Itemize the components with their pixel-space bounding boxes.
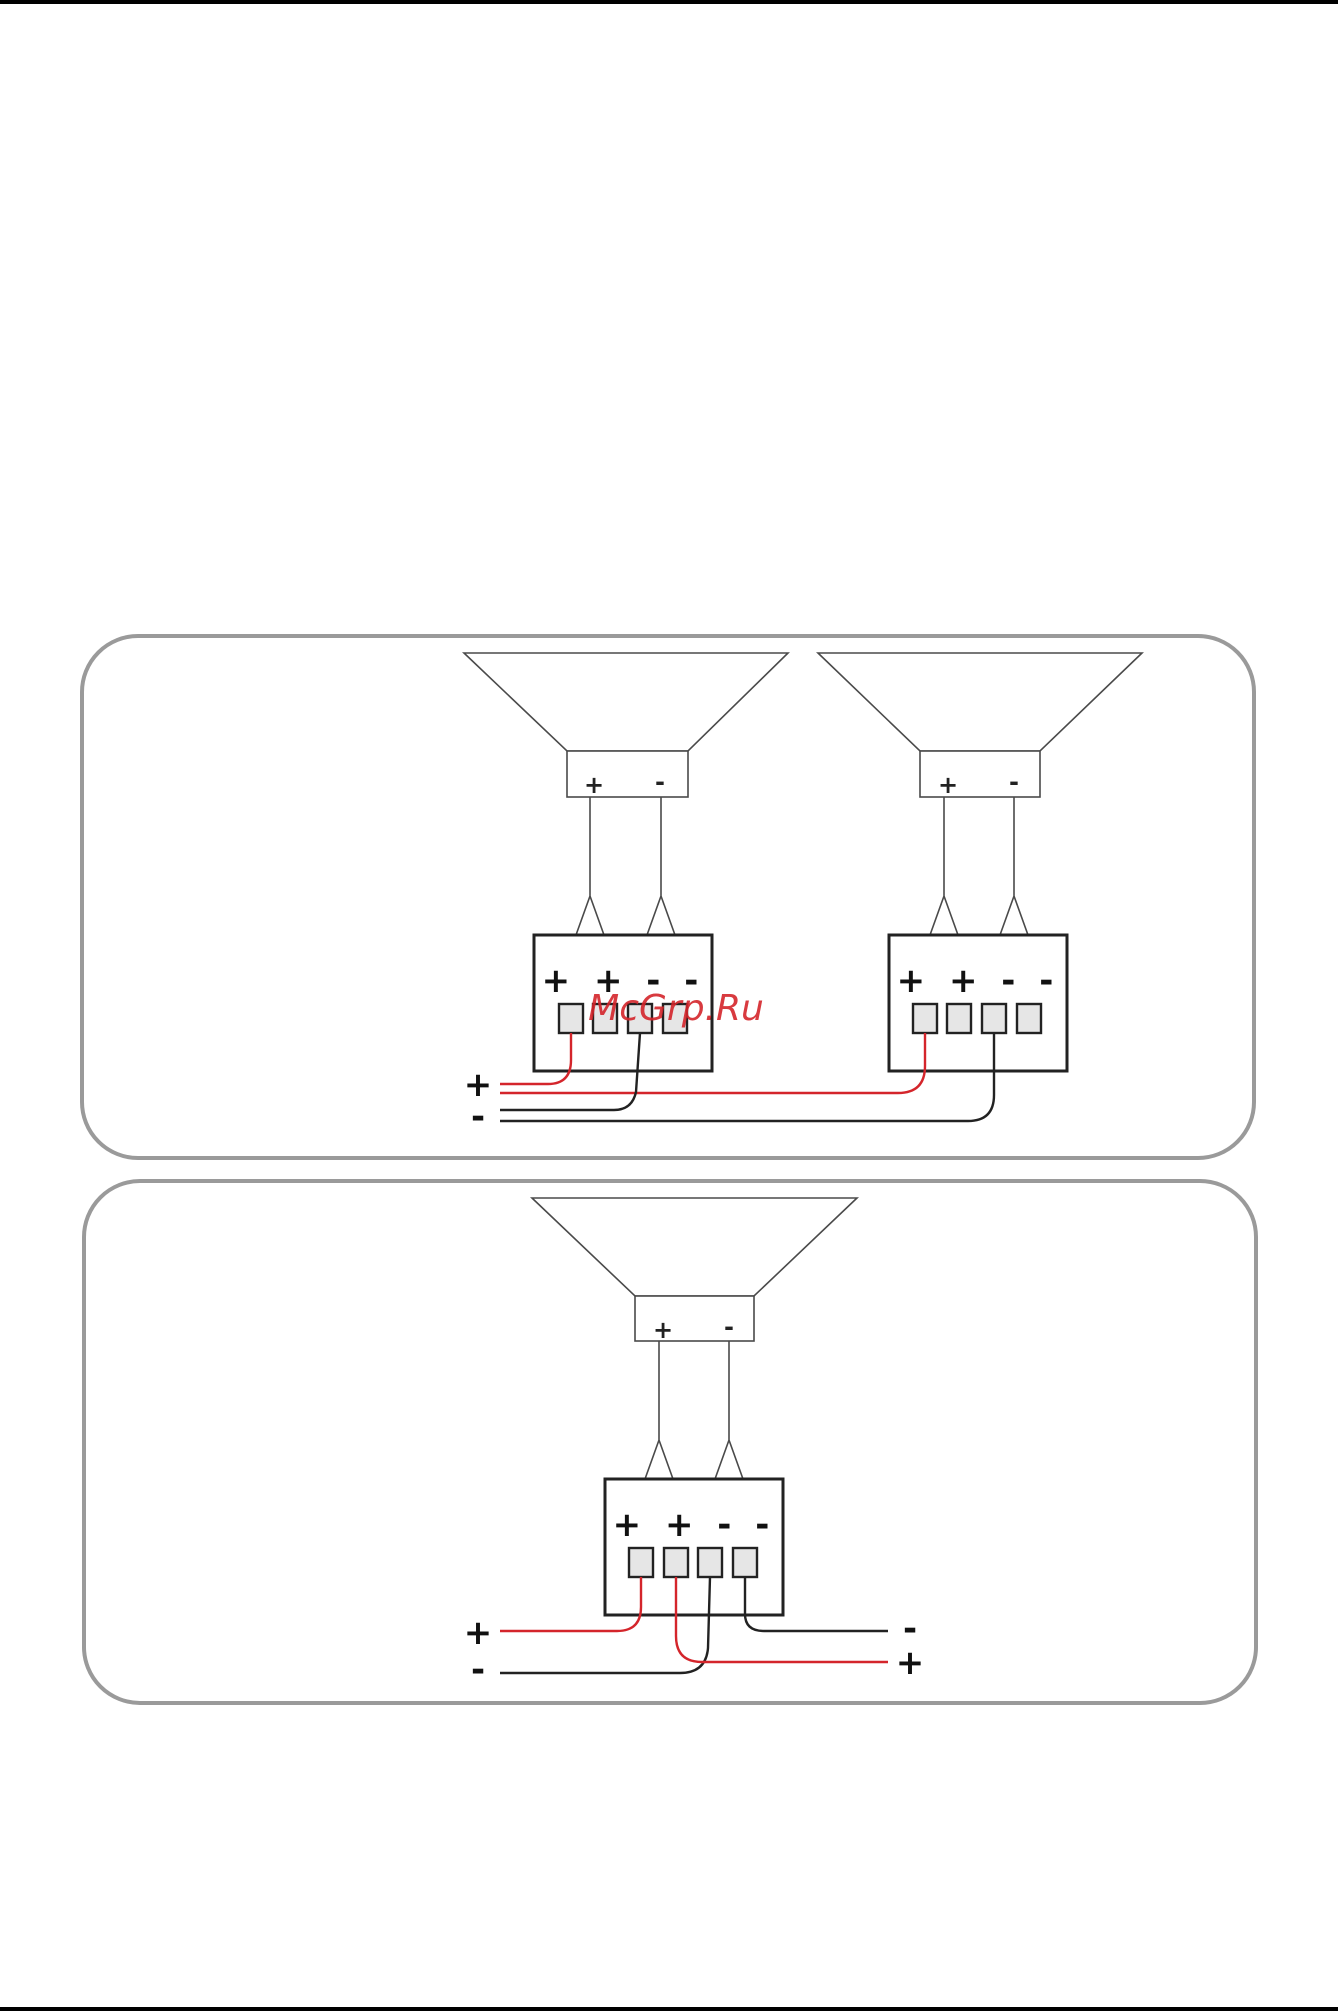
- speaker-minus-label: -: [655, 768, 665, 796]
- watermark: McGrp.Ru: [588, 988, 764, 1029]
- terminal-minus-2: [733, 1548, 757, 1577]
- terminal-plus-1: [629, 1548, 653, 1577]
- terminal-plus-2: [664, 1548, 688, 1577]
- terminal-plus-1: [559, 1004, 583, 1033]
- speaker-plus-lead: [576, 797, 604, 935]
- speaker-plus-lead: [930, 797, 958, 935]
- input-minus-label: -: [471, 1097, 485, 1137]
- speaker-minus-lead: [715, 1341, 743, 1479]
- speaker-cone: [532, 1198, 857, 1296]
- input-minus-label: -: [471, 1650, 485, 1690]
- speaker-minus-label: -: [1009, 768, 1019, 796]
- speaker-cone: [818, 653, 1142, 751]
- speaker-plus-label: +: [938, 771, 958, 799]
- speaker-minus-lead: [647, 797, 675, 935]
- terminal-block-2-top: + + - -: [889, 935, 1067, 1071]
- terminal-polarity-labels: + + - -: [897, 961, 1060, 1001]
- input-plus-label: +: [464, 1613, 493, 1653]
- speaker-minus-label: -: [724, 1313, 734, 1341]
- speaker-cone: [464, 653, 788, 751]
- terminal-minus-2: [1017, 1004, 1041, 1033]
- bottom-rule: [0, 2007, 1338, 2011]
- speaker-bottom: + -: [532, 1198, 857, 1479]
- speaker-2-top: + -: [818, 653, 1142, 935]
- terminal-block-bottom: + + - -: [605, 1479, 783, 1615]
- speaker-plus-label: +: [653, 1316, 673, 1344]
- speaker-minus-lead: [1000, 797, 1028, 935]
- terminal-minus-1: [982, 1004, 1006, 1033]
- terminal-plus-1: [913, 1004, 937, 1033]
- speaker-plus-lead: [645, 1341, 673, 1479]
- terminal-plus-2: [947, 1004, 971, 1033]
- speaker-plus-label: +: [584, 771, 604, 799]
- terminal-minus-1: [698, 1548, 722, 1577]
- speaker-1-top: + -: [464, 653, 788, 935]
- output-plus-label: +: [896, 1643, 925, 1683]
- terminal-polarity-labels: + + - -: [613, 1505, 776, 1545]
